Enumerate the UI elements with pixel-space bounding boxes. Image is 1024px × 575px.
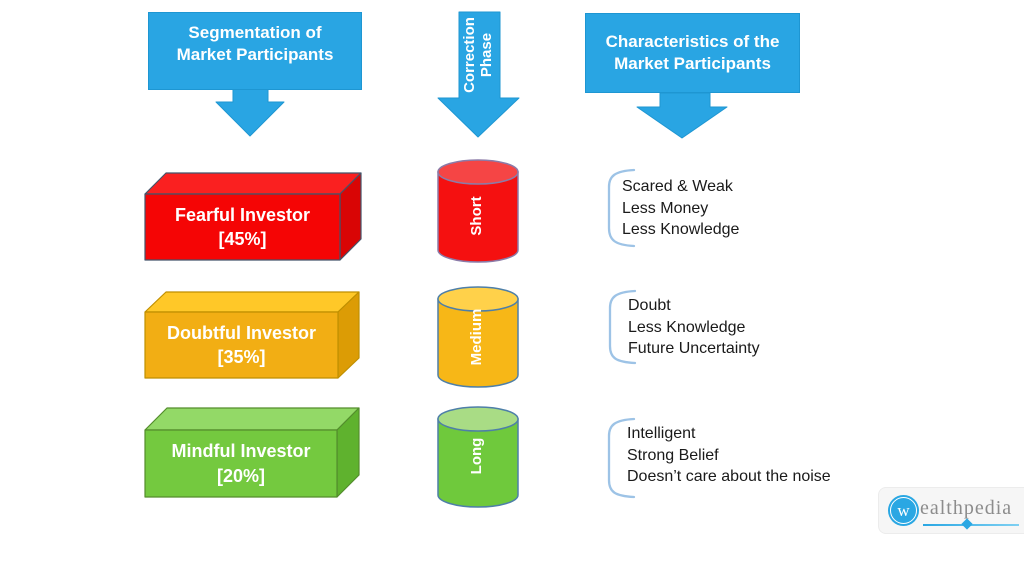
header-correction-phase: Correction Phase bbox=[461, 17, 496, 93]
trait-line: Intelligent bbox=[627, 425, 696, 442]
characteristics-down-arrow bbox=[636, 92, 728, 139]
medium-cylinder-label: Medium bbox=[468, 308, 485, 366]
header-characteristics: Characteristics of the Market Participan… bbox=[585, 13, 800, 93]
fearful-investor-box bbox=[144, 172, 362, 261]
logo-initial: w bbox=[897, 501, 910, 520]
trait-line: Less Knowledge bbox=[628, 318, 746, 336]
trait-line: Strong Belief bbox=[627, 446, 719, 464]
mindful-investor-label: Mindful Investor [20%] bbox=[171, 441, 311, 486]
doubtful-traits-list: Doubt Less Knowledge Future Uncertainty bbox=[628, 295, 760, 360]
medium-cylinder bbox=[437, 286, 519, 388]
long-cylinder-label: Long bbox=[468, 437, 485, 475]
mindful-investor-box bbox=[144, 407, 360, 498]
short-cylinder bbox=[437, 159, 519, 263]
trait-line: Scared & Weak bbox=[622, 178, 733, 195]
wealthpedia-logo-icon: w bbox=[888, 495, 919, 526]
bracket-row-2 bbox=[608, 289, 637, 365]
long-cylinder bbox=[437, 406, 519, 508]
bracket-row-1 bbox=[607, 168, 636, 248]
bracket-row-3 bbox=[607, 417, 636, 499]
logo-wordmark: ealthpedia bbox=[920, 497, 1013, 519]
short-cylinder-label: Short bbox=[468, 196, 485, 236]
trait-brackets bbox=[607, 168, 637, 499]
fearful-investor-label: Fearful Investor [45%] bbox=[174, 204, 311, 249]
trait-line: Future Uncertainty bbox=[628, 340, 760, 357]
doubtful-investor-box bbox=[144, 291, 360, 379]
correction-phase-arrow bbox=[437, 11, 520, 138]
segmentation-down-arrow bbox=[215, 88, 285, 137]
trait-line: Less Money bbox=[622, 199, 709, 217]
doubtful-investor-label: Doubtful Investor [35%] bbox=[167, 322, 316, 367]
trait-line: Doubt bbox=[628, 297, 671, 314]
logo-diamond-icon bbox=[961, 518, 973, 530]
trait-line: Doesn’t care about the noise bbox=[627, 468, 831, 485]
trait-line: Less Knowledge bbox=[622, 221, 740, 238]
mindful-traits-list: Intelligent Strong Belief Doesn’t care a… bbox=[627, 423, 831, 488]
header-segmentation: Segmentation of Market Participants bbox=[148, 12, 362, 90]
fearful-traits-list: Scared & Weak Less Money Less Knowledge bbox=[622, 176, 739, 241]
wealthpedia-logo: w ealthpedia bbox=[878, 487, 1024, 534]
